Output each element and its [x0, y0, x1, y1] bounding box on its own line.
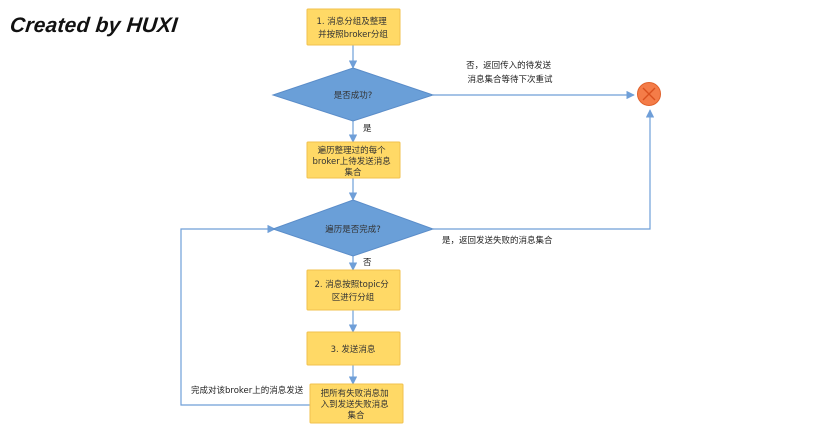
decision-iteration-complete: 遍历是否完成? — [271, 199, 435, 257]
d1-no-line-2: 消息集合等待下次重试 — [467, 74, 553, 85]
d1-no-line-1: 否，返回传入的待发送 — [466, 60, 552, 71]
step5-line-2: 入到发送失败消息 — [321, 399, 390, 410]
process-step-group-by-topic-partition: 2. 消息按照topic分 区进行分组 — [306, 269, 401, 311]
svg-text:1. 消息分组及整理 并按照broker分组: 1. 消息分组及整理 并按照broker分组 — [316, 16, 389, 40]
step2-line-3: 集合 — [344, 167, 362, 178]
decision1-label: 是否成功? — [334, 90, 373, 101]
process-step-iterate-brokers: 遍历整理过的每个 broker上待发送消息 集合 — [306, 141, 401, 179]
step4-line-1: 3. 发送消息 — [331, 344, 376, 355]
process-step-send-messages: 3. 发送消息 — [306, 331, 401, 366]
edge-label-d1-yes: 是 — [363, 124, 372, 134]
edge-label-d1-no: 否，返回传入的待发送 消息集合等待下次重试 — [466, 60, 554, 85]
step1-line-1: 1. 消息分组及整理 — [316, 16, 387, 27]
step3-line-2: 区进行分组 — [332, 292, 375, 303]
svg-text:2. 消息按照topic分 区进行分组: 2. 消息按照topic分 区进行分组 — [315, 279, 392, 303]
edge-step5-loop-to-decision2 — [180, 224, 310, 406]
step5-line-1: 把所有失败消息加 — [321, 388, 389, 399]
edge-decision2-to-end — [433, 109, 655, 230]
svg-text:把所有失败消息加 入到发送失败消息: 把所有失败消息加 入到发送失败消息 集合 — [321, 388, 392, 421]
step1-line-2: 并按照broker分组 — [318, 29, 388, 40]
decision-is-success: 是否成功? — [271, 67, 435, 122]
edge-label-d2-yes: 是，返回发送失败的消息集合 — [442, 235, 553, 246]
process-step-group-and-sort: 1. 消息分组及整理 并按照broker分组 — [306, 8, 401, 46]
step5-line-3: 集合 — [347, 410, 365, 421]
edges — [180, 45, 655, 406]
svg-text:遍历整理过的每个 broker上待发送消息: 遍历整理过的每个 broker上待发送消息 集合 — [313, 145, 394, 178]
step2-line-2: broker上待发送消息 — [313, 156, 392, 167]
step2-line-1: 遍历整理过的每个 — [318, 145, 387, 156]
edge-label-d2-no: 否 — [363, 258, 372, 268]
edge-label-loop-back: 完成对该broker上的消息发送 — [191, 385, 304, 396]
process-step-collect-failures: 把所有失败消息加 入到发送失败消息 集合 — [309, 383, 404, 424]
step3-line-1: 2. 消息按照topic分 — [315, 279, 390, 290]
decision2-label: 遍历是否完成? — [325, 224, 381, 235]
end-x-icon — [637, 82, 661, 106]
